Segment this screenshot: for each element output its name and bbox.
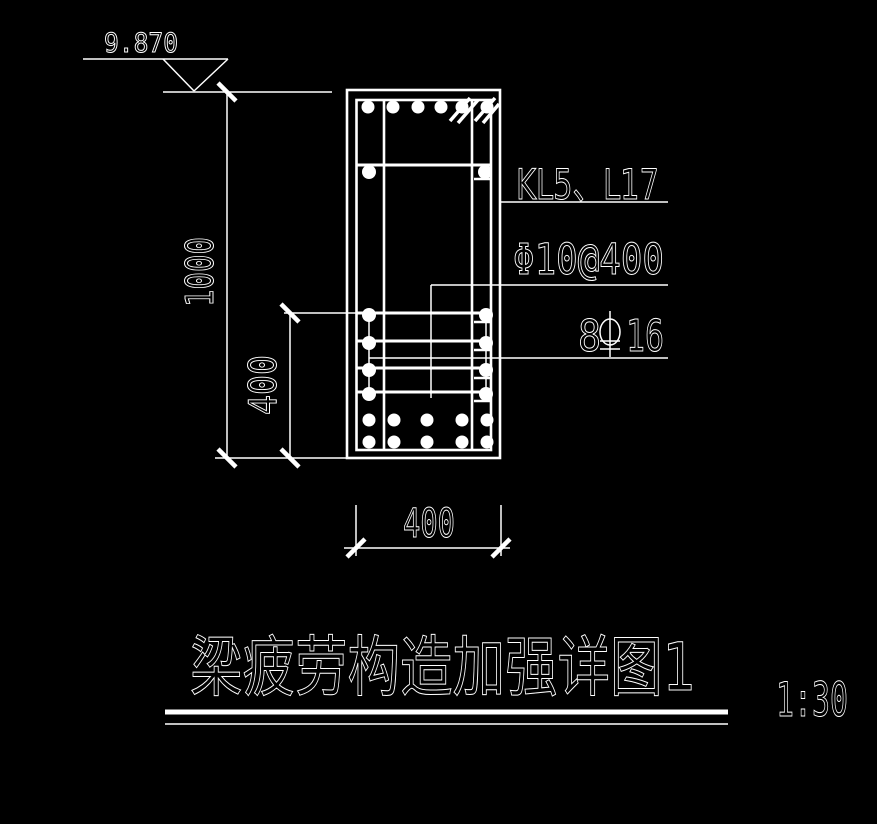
dimension-beam-height: 1000 [178, 81, 238, 469]
lower-side-bars [357, 308, 493, 403]
rebar-circle [362, 165, 376, 179]
rebar-symbol-circle [599, 318, 621, 346]
stirrup-spec-label: Φ10@400 [513, 235, 664, 285]
rebar-circle [411, 100, 425, 114]
rebar-circle [478, 165, 492, 179]
elevation-marker: 9.870 [83, 28, 332, 93]
dimension-tick [279, 302, 301, 324]
rebar-grade-symbol [599, 311, 621, 357]
bar-slash-mark [456, 98, 480, 125]
rebar-circle [362, 413, 376, 427]
beam-name-label: KL5、L17 [516, 160, 659, 209]
dimension-text-1000: 1000 [178, 237, 222, 307]
rebar-circle [362, 336, 376, 350]
rebar-circle [361, 100, 375, 114]
rebar-circle [362, 308, 376, 322]
elevation-triangle-left [162, 58, 195, 92]
dimension-beam-width: 400 [344, 501, 512, 559]
stirrup-outline [355, 98, 493, 452]
dimension-text-400-left: 400 [241, 355, 285, 415]
rebar-circle [434, 100, 448, 114]
bottom-rebar-rows [362, 413, 494, 449]
rebar-circle [386, 100, 400, 114]
rebar-circle [479, 336, 493, 350]
concrete-outline [345, 88, 502, 460]
dimension-text-400-bottom: 400 [403, 501, 455, 547]
rebar-circle [362, 363, 376, 377]
bar-slash-mark [448, 96, 472, 123]
upper-side-bar-pair [357, 163, 492, 181]
elevation-triangle-right [193, 58, 229, 92]
rebar-circle [479, 308, 493, 322]
elevation-value: 9.870 [104, 28, 178, 59]
leader-stirrup-spec: Φ10@400 [430, 235, 668, 398]
rebar-circle [480, 435, 494, 449]
dimension-tick [345, 537, 367, 559]
rebar-circle [455, 413, 469, 427]
drawing-scale: 1:30 [776, 673, 848, 728]
rebar-circle [387, 413, 401, 427]
rebar-circle [362, 435, 376, 449]
title-block: 梁疲劳构造加强详图1 1:30 [165, 629, 849, 729]
side-bar-count: 8 [578, 311, 601, 362]
rebar-circle [455, 435, 469, 449]
leader-side-bar-spec: 8 16 [369, 311, 668, 363]
rebar-circle [480, 413, 494, 427]
rebar-circle [362, 387, 376, 401]
rebar-circle [479, 363, 493, 377]
leader-beam-name: KL5、L17 [500, 160, 668, 210]
rebar-circle [479, 387, 493, 401]
top-rebar-row [361, 96, 501, 125]
rebar-circle [387, 435, 401, 449]
drawing-title: 梁疲劳构造加强详图1 [190, 629, 696, 706]
side-bar-diameter: 16 [626, 311, 664, 362]
dimension-tick [490, 537, 512, 559]
dimension-tick [216, 81, 238, 103]
rebar-circle [420, 435, 434, 449]
bar-slash-mark [481, 102, 501, 125]
beam-cross-section [345, 88, 502, 460]
rebar-circle [420, 413, 434, 427]
bar-slash-mark [473, 96, 497, 123]
dimension-bottom-zone: 400 [215, 302, 357, 469]
